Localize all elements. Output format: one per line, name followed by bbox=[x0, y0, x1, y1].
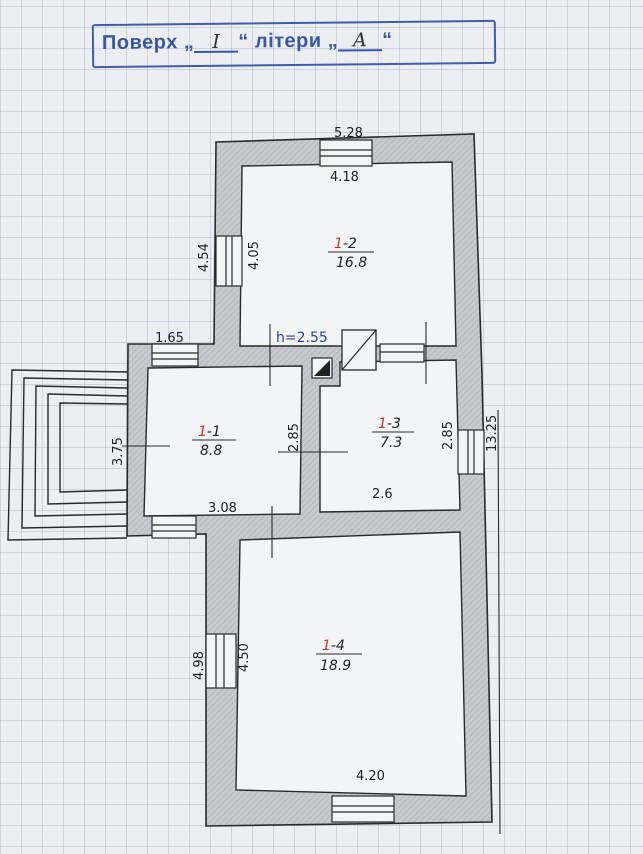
window-room4-left bbox=[205, 633, 237, 689]
dim-room4-left-outer: 4.98 bbox=[192, 651, 207, 680]
dim-top-inner: 4.18 bbox=[330, 170, 359, 185]
dim-top-outer: 5.28 bbox=[334, 126, 363, 141]
dim-room1-bottom: 3.08 bbox=[208, 501, 237, 516]
room-1-area bbox=[143, 365, 303, 517]
window-room3-right bbox=[457, 429, 485, 475]
svg-text:1-2: 1-2 bbox=[334, 236, 357, 252]
dim-room1-right: 2.85 bbox=[287, 423, 302, 452]
window-porch bbox=[151, 343, 199, 367]
dim-right-outer: 13.25 bbox=[485, 415, 500, 452]
dim-room3-bottom: 2.6 bbox=[372, 487, 393, 502]
room-3-area bbox=[319, 359, 461, 513]
dim-room3-right: 2.85 bbox=[441, 421, 456, 450]
windows bbox=[151, 139, 485, 823]
svg-text:1-1: 1-1 bbox=[198, 424, 221, 440]
entrance-steps bbox=[7, 369, 128, 541]
stove bbox=[311, 329, 377, 379]
room-4-area-value: 18.9 bbox=[320, 658, 351, 674]
svg-text:1-3: 1-3 bbox=[378, 416, 401, 432]
dim-porch-width: 1.65 bbox=[155, 331, 184, 346]
room-4-label: 1-4 18.9 bbox=[316, 638, 362, 674]
room-3-label: 1-3 7.3 bbox=[372, 416, 414, 451]
room-2-label: 1-2 16.8 bbox=[328, 236, 374, 271]
dimension-lines bbox=[122, 322, 501, 835]
room-1-label: 1-1 8.8 bbox=[192, 424, 236, 459]
room-3-area-value: 7.3 bbox=[380, 435, 402, 451]
dim-room1-height: 3.75 bbox=[111, 437, 126, 466]
svg-text:1-4: 1-4 bbox=[322, 638, 345, 654]
window-room4-bottom bbox=[331, 795, 395, 823]
dim-room4-left-inner: 4.50 bbox=[237, 643, 252, 672]
window-room2-left bbox=[215, 235, 243, 287]
dim-room2-left-inner: 4.05 bbox=[247, 241, 262, 270]
window-room3-top bbox=[379, 343, 425, 363]
room-2-area-value: 16.8 bbox=[336, 255, 367, 271]
ceiling-height-note: h=2.55 bbox=[276, 330, 328, 346]
dim-room4-bottom: 4.20 bbox=[356, 769, 385, 784]
room-1-area-value: 8.8 bbox=[200, 443, 222, 459]
room-2-area bbox=[239, 161, 457, 347]
room-labels: 1-2 16.8 1-1 8.8 1-3 7.3 1-4 18.9 bbox=[192, 236, 414, 674]
room-4-area bbox=[235, 531, 467, 797]
dim-room2-left-outer: 4.54 bbox=[197, 243, 212, 272]
window-top bbox=[319, 139, 373, 167]
window-room1-bottom bbox=[151, 515, 197, 539]
dimension-labels: 5.28 4.18 4.54 4.05 1.65 3.75 2.85 3.08 … bbox=[111, 126, 500, 784]
